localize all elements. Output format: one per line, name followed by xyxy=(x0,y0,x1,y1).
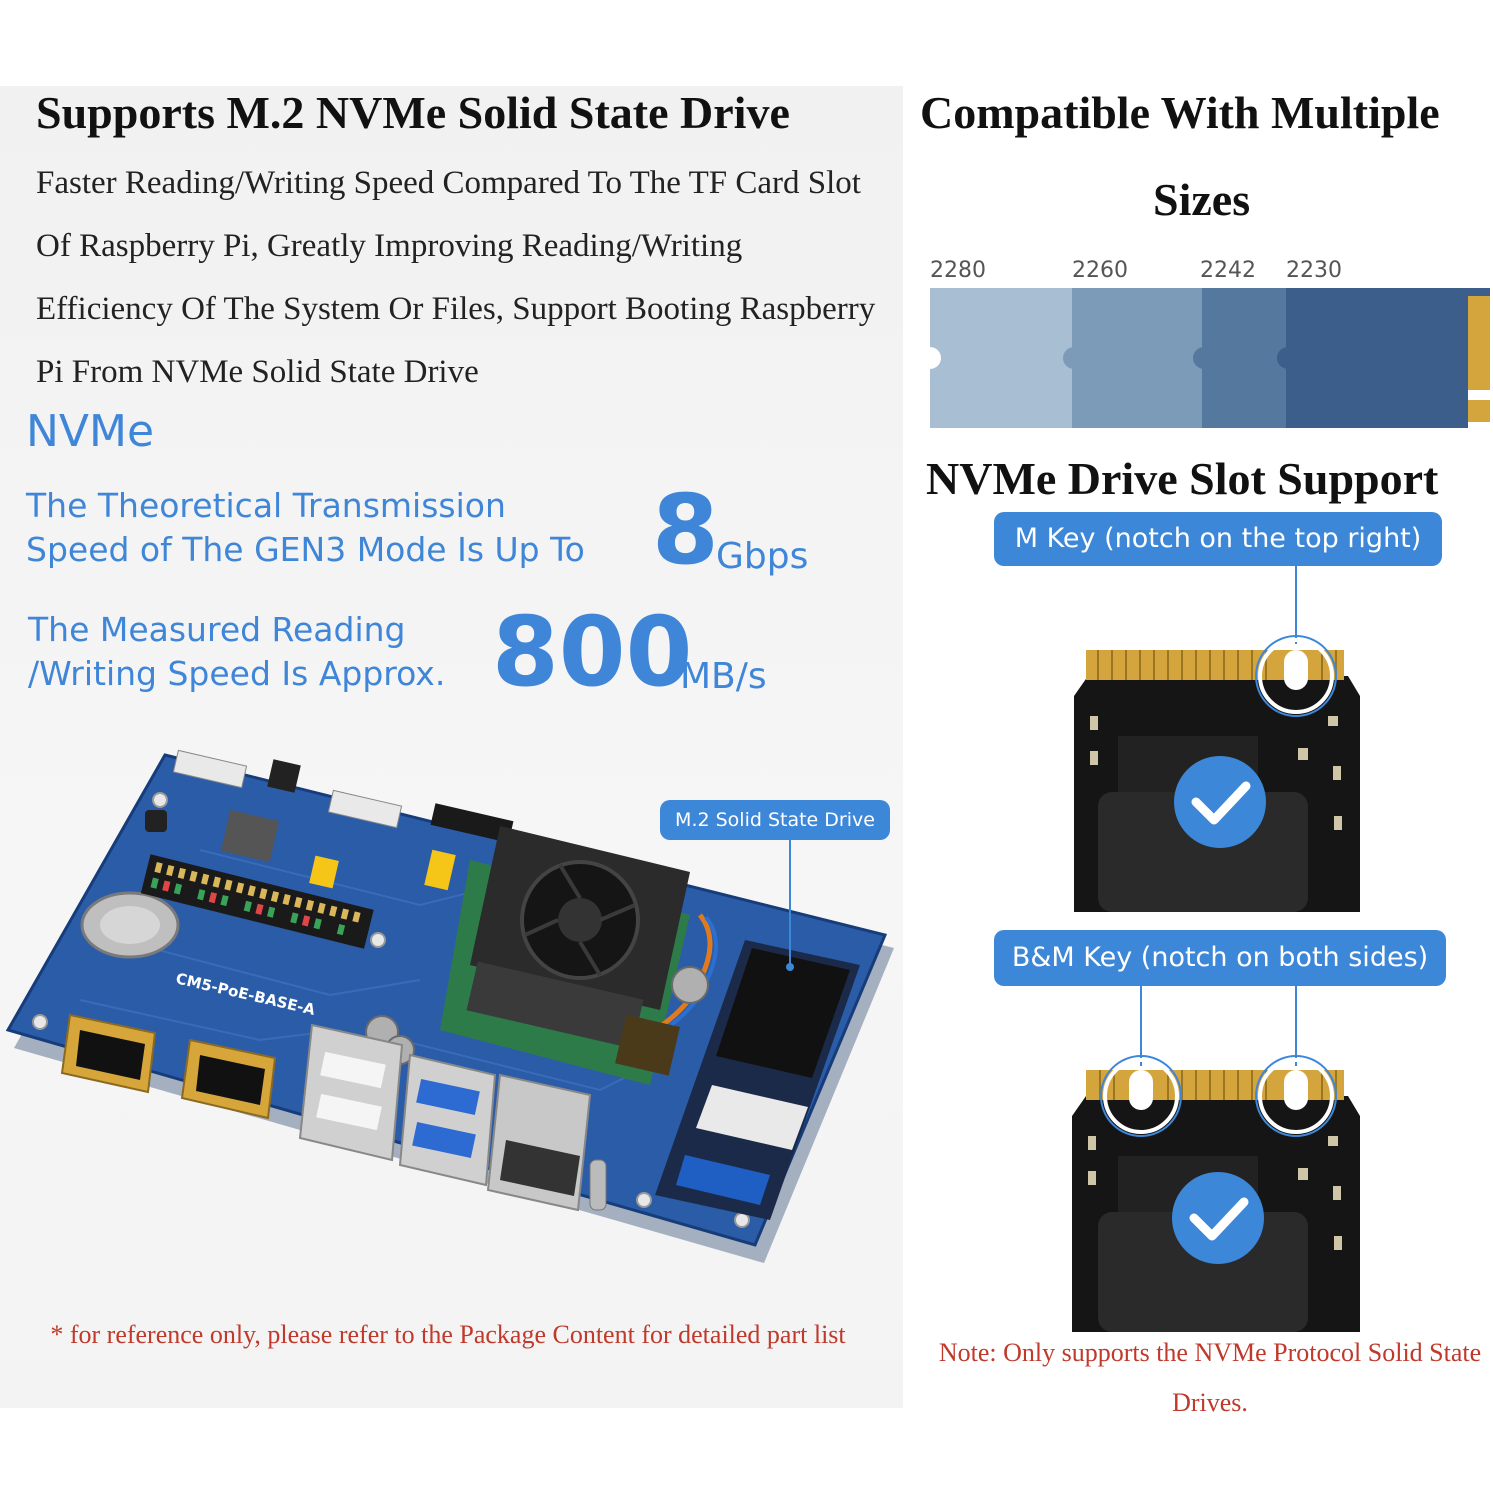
m-key-callout: M Key (notch on the top right) xyxy=(994,512,1442,566)
measured-value: 800 xyxy=(492,596,693,708)
sizes-title-line2: Sizes xyxy=(1153,174,1251,225)
transmission-value: 8 xyxy=(652,474,719,586)
gold-connector xyxy=(1468,296,1490,422)
sizes-title-line1: Compatible With Multiple xyxy=(920,87,1440,138)
bm-key-callout: B&M Key (notch on both sides) xyxy=(994,930,1446,986)
transmission-line1: The Theoretical Transmission xyxy=(26,486,506,525)
ssd-size-comparison xyxy=(928,288,1490,428)
transmission-unit: Gbps xyxy=(716,536,809,577)
ssd-callout: M.2 Solid State Drive xyxy=(660,800,890,840)
bm-key-card xyxy=(1072,986,1360,1332)
nvme-label: NVMe xyxy=(26,406,155,457)
slot-support-title: NVMe Drive Slot Support xyxy=(926,453,1439,504)
size-label-2260: 2260 xyxy=(1072,258,1128,283)
measured-unit: MB/s xyxy=(680,656,767,697)
size-bar-2260 xyxy=(1072,288,1202,428)
m-key-card xyxy=(1074,566,1360,912)
size-label-2230: 2230 xyxy=(1286,258,1342,283)
check-icon xyxy=(1189,1197,1249,1241)
measured-line1: The Measured Reading xyxy=(28,610,406,649)
size-bar-2242 xyxy=(1202,288,1288,428)
board-illustration: CM5-PoE-BASE-A xyxy=(5,749,894,1263)
transmission-line2: Speed of The GEN3 Mode Is Up To xyxy=(26,530,585,569)
main-title: Supports M.2 NVMe Solid State Drive xyxy=(36,87,790,138)
nvme-protocol-note: Note: Only supports the NVMe Protocol So… xyxy=(938,1338,1482,1417)
size-label-2280: 2280 xyxy=(930,258,986,283)
check-icon xyxy=(1191,781,1251,825)
footnote: * for reference only, please refer to th… xyxy=(50,1320,846,1349)
measured-line2: /Writing Speed Is Approx. xyxy=(28,654,446,693)
size-bar-2230 xyxy=(1286,288,1468,428)
size-bar-2280 xyxy=(930,288,1074,428)
description-text: Faster Reading/Writing Speed Compared To… xyxy=(36,165,876,390)
size-label-2242: 2242 xyxy=(1200,258,1256,283)
